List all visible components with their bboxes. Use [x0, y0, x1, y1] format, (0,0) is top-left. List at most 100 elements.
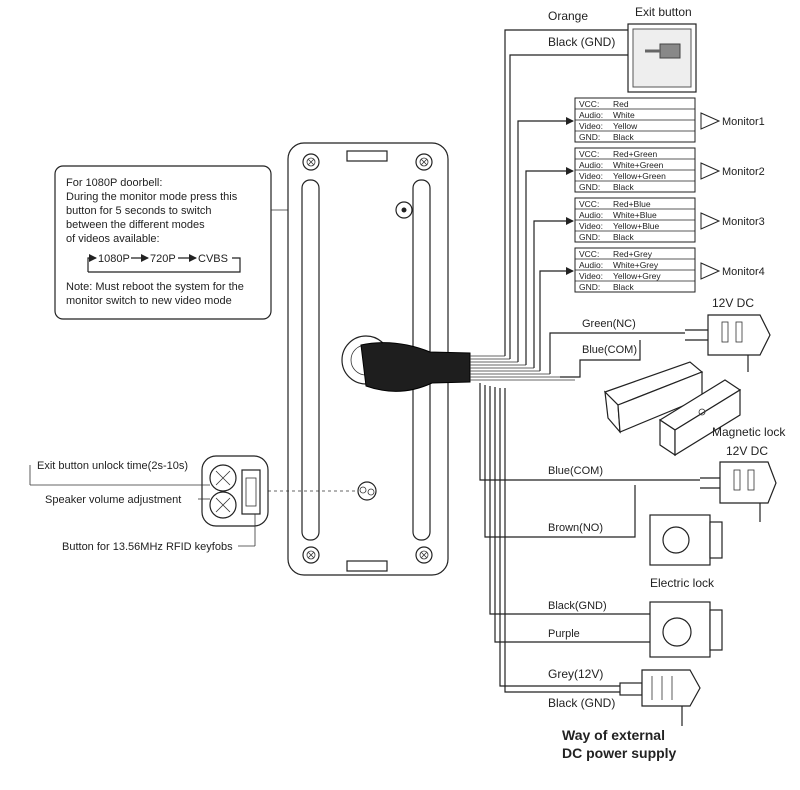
volume-knob-icon[interactable] — [209, 491, 237, 519]
elock-psu-label: 12V DC — [726, 444, 768, 458]
monitor-row-value: Black — [613, 232, 635, 242]
adjuster-icon — [357, 481, 377, 501]
exit-button-title: Exit button — [635, 5, 692, 19]
note-line2: During the monitor mode press this — [66, 191, 238, 203]
monitor-row-key: Video: — [579, 271, 603, 281]
monitor-row-value: Black — [613, 282, 635, 292]
exit-wire-orange-label: Orange — [548, 9, 588, 23]
monitor-row-value: Yellow+Blue — [613, 221, 660, 231]
monitor-row-key: GND: — [579, 282, 600, 292]
external-power-section: Grey(12V) Black (GND) Way of external DC… — [499, 388, 701, 761]
adjusters-section: Exit button unlock time(2s-10s) Speaker … — [29, 455, 269, 553]
monitor-connections: VCC:RedAudio:WhiteVideo:YellowGND:BlackM… — [574, 97, 765, 293]
monitor-row-key: GND: — [579, 132, 600, 142]
monitor-arrow-icon — [700, 112, 721, 130]
mode-cycle-return — [88, 257, 241, 273]
power-caption-line1: Way of external — [562, 727, 665, 743]
monitor-row-value: Yellow+Grey — [613, 271, 661, 281]
monitor-row-value: Black — [613, 132, 635, 142]
maglock-psu-label: 12V DC — [712, 296, 754, 310]
elock-wire2-label: Brown(NO) — [548, 522, 603, 534]
monitor-row-key: GND: — [579, 232, 600, 242]
maglock-wire-green — [549, 332, 685, 374]
screw-icon — [302, 546, 320, 564]
monitor-table-4: VCC:Red+GreyAudio:White+GreyVideo:Yellow… — [574, 247, 765, 293]
electric-lock-label: Electric lock — [650, 576, 715, 590]
maglock-wire1-label: Green(NC) — [582, 318, 636, 330]
monitor-row-key: GND: — [579, 182, 600, 192]
lock2-wire2-label: Purple — [548, 628, 580, 640]
adjuster-label-unlock-time: Exit button unlock time(2s-10s) — [37, 460, 188, 472]
monitor-row-key: Audio: — [579, 110, 603, 120]
monitor-arrow-icon — [700, 212, 721, 230]
key-icon — [645, 43, 681, 59]
adjuster-label-speaker-volume: Speaker volume adjustment — [45, 494, 181, 506]
dc-adapter-icon — [619, 669, 701, 726]
monitor-name: Monitor3 — [722, 216, 765, 228]
monitor-row-key: Video: — [579, 121, 603, 131]
elock-wire1-label: Blue(COM) — [548, 465, 603, 477]
monitor-arrow-icon — [700, 262, 721, 280]
mode-720p: 720P — [150, 253, 176, 265]
lock2-wire-purple — [494, 387, 650, 643]
monitor-row-value: White — [613, 110, 635, 120]
monitor-row-value: White+Grey — [613, 260, 659, 270]
power-wire2-label: Black (GND) — [548, 696, 615, 710]
electric-lock-icon — [649, 601, 723, 658]
monitor-row-value: Black — [613, 182, 635, 192]
note-reboot-line1: Note: Must reboot the system for the — [66, 281, 244, 293]
rfid-button[interactable] — [241, 469, 261, 515]
elock-wire-blue — [479, 383, 700, 481]
monitor-row-key: Audio: — [579, 160, 603, 170]
top-tab — [346, 150, 388, 162]
electric-lock-icon — [649, 514, 723, 566]
monitor-wires — [517, 117, 574, 371]
power-caption-line2: DC power supply — [562, 745, 677, 761]
adjuster-label-rfid-button: Button for 13.56MHz RFID keyfobs — [62, 541, 233, 553]
unlock-time-knob-icon[interactable] — [209, 464, 237, 492]
lock2-wire-gnd — [489, 386, 650, 615]
power-wire-gnd — [504, 388, 620, 693]
exit-button-section: Exit button Orange Black (GND) — [504, 5, 697, 359]
left-slot — [301, 179, 320, 541]
magnetic-lock-section: 12V DC Green(NC) Blue(COM) Magnetic lock — [549, 296, 786, 457]
power-wire1-label: Grey(12V) — [548, 667, 603, 681]
monitor-arrow-icon — [700, 162, 721, 180]
monitor-row-key: Audio: — [579, 210, 603, 220]
elock-wire-brown — [484, 385, 636, 538]
monitor-name: Monitor1 — [722, 116, 765, 128]
monitor-row-key: Audio: — [579, 260, 603, 270]
monitor-row-value: Red+Grey — [613, 249, 653, 259]
maglock-wire-blue — [560, 340, 641, 378]
note-reboot-line2: monitor switch to new video mode — [66, 295, 232, 307]
monitor-row-value: White+Blue — [613, 210, 657, 220]
maglock-wire2-label: Blue(COM) — [582, 344, 637, 356]
screw-icon — [415, 546, 433, 564]
power-adapter-icon — [685, 314, 771, 372]
monitor-row-key: VCC: — [579, 149, 599, 159]
monitor-row-value: Red+Green — [613, 149, 657, 159]
monitor-row-key: VCC: — [579, 99, 599, 109]
bottom-tab — [346, 560, 388, 572]
monitor-row-key: Video: — [579, 221, 603, 231]
mode-1080p: 1080P — [98, 253, 130, 265]
screw-icon — [302, 153, 320, 171]
monitor-row-value: Yellow — [613, 121, 638, 131]
monitor-row-value: Red — [613, 99, 629, 109]
monitor-name: Monitor2 — [722, 166, 765, 178]
note-line4: between the different modes — [66, 219, 205, 231]
magnetic-lock-label: Magnetic lock — [712, 425, 786, 439]
note-line1: For 1080P doorbell: — [66, 177, 162, 189]
monitor-row-value: Red+Blue — [613, 199, 651, 209]
power-wire-grey — [499, 388, 620, 687]
monitor-row-key: VCC: — [579, 199, 599, 209]
cable-bundle — [360, 342, 575, 392]
monitor-table-2: VCC:Red+GreenAudio:White+GreenVideo:Yell… — [574, 147, 765, 193]
exit-wire-gnd-label: Black (GND) — [548, 35, 615, 49]
monitor-name: Monitor4 — [722, 266, 765, 278]
monitor-row-value: Yellow+Green — [613, 171, 666, 181]
